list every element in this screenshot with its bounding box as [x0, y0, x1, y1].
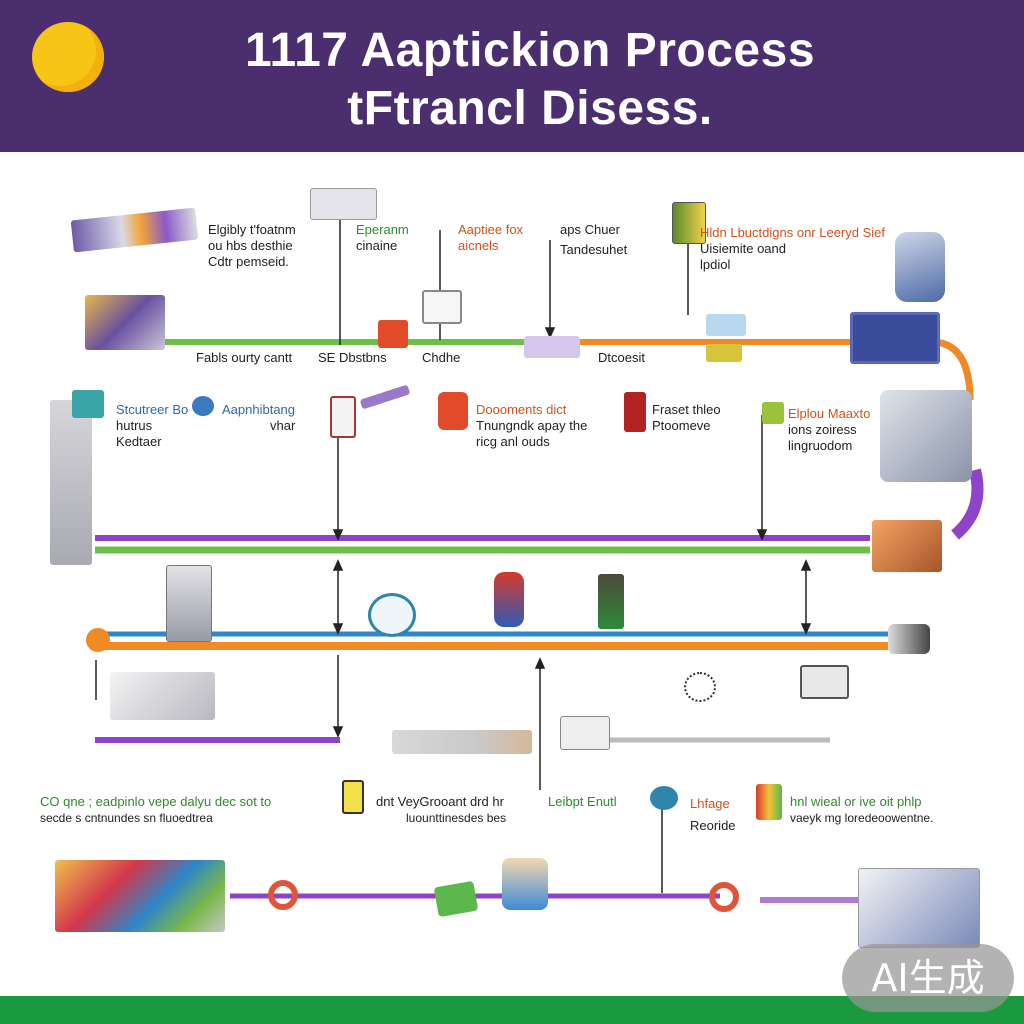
illustration-folder [310, 188, 377, 220]
arrowhead-8a [800, 559, 812, 571]
label-exhibit: Leibpt Enutl [548, 794, 617, 809]
illustration-machine-right [880, 390, 972, 482]
label-line-d: Dtcoesit [598, 350, 645, 365]
illustration-tile-yellow [706, 344, 742, 362]
label-government: dnt VeyGrooant drd hr luounttinesdes bes [376, 794, 507, 825]
illustration-frame [422, 290, 462, 324]
illustration-person-blue [502, 858, 548, 910]
label-line-b: SE Dbstbns [318, 350, 387, 365]
illustration-bolt [888, 624, 930, 654]
illustration-stamp [624, 392, 646, 432]
label-application: Aaptiee fox aicnels [458, 222, 524, 253]
illustration-tile-blue [706, 314, 746, 336]
label-eligibility: Elgibly t'foatnm ou hbs desthie Cdtr pem… [208, 222, 296, 269]
label-company: CO qne ; eadpinlo vepe dalyu dec sot to … [40, 794, 272, 825]
illustration-globe [368, 593, 416, 637]
label-structure: Stcutreer Bo hutrus Kedtaer [116, 402, 189, 449]
illustration-building-right [850, 312, 940, 364]
flow-node-row4-b [709, 882, 739, 912]
illustration-book-green [672, 202, 706, 244]
sun-icon [32, 22, 104, 92]
label-employ: Elplou Maaxto ions zoiress lingruodom [788, 406, 871, 453]
label-right-top: Hldn Lbuctdigns onr Leeryd Sief Uisiemit… [700, 225, 886, 272]
arrowhead-10 [534, 657, 546, 669]
illustration-flag-teal [72, 390, 104, 418]
label-line-a: Fabls ourty cantt [196, 350, 293, 365]
illustration-shield [192, 396, 214, 416]
flow-node-left [86, 628, 110, 652]
arrowhead-7a [332, 559, 344, 571]
title-line-2: tFtrancl Disess. [347, 82, 713, 135]
arrowhead-7b [332, 623, 344, 635]
illustration-gray-tiles [392, 730, 532, 754]
illustration-cup [378, 320, 408, 348]
flow-curve-right-1 [934, 338, 974, 401]
ai-generated-badge: AI生成 [842, 944, 1014, 1012]
illustration-shop-left [55, 860, 225, 932]
illustration-book-red [330, 396, 356, 438]
label-final: hnl wieal or ive oit phlp vaeyk mg lored… [790, 794, 934, 825]
illustration-shelf-left [50, 400, 92, 565]
illustration-calendar [800, 665, 849, 699]
label-rights: Lhfage Reoride [690, 796, 736, 833]
illustration-person [494, 572, 524, 627]
illustration-cabinet [166, 565, 212, 642]
arrowhead-5 [332, 529, 344, 541]
flow-node-row4-a [268, 880, 298, 910]
illustration-bar-chart [756, 784, 782, 820]
header-banner: 1117 Aaptickion Process tFtrancl Disess. [0, 0, 1024, 152]
illustration-desk-lower [110, 672, 215, 720]
illustration-box-orange [872, 520, 942, 572]
label-apps: aps Chuer Tandesuhet [560, 222, 628, 257]
illustration-tile-purple [524, 336, 580, 358]
illustration-robot [895, 232, 945, 302]
arrowhead-3 [544, 327, 556, 339]
page-title: 1117 Aaptickion Process tFtrancl Disess. [150, 22, 910, 138]
illustration-desk-left [85, 295, 165, 350]
label-practice: Fraset thleo Ptoomeve [652, 402, 721, 433]
label-line-c: Chdhe [422, 350, 461, 365]
illustration-pill-red [438, 392, 468, 430]
illustration-book-dark [598, 574, 624, 629]
illustration-building-lower-right [858, 868, 980, 948]
illustration-dots [684, 672, 716, 702]
label-preparation: Eperanm cinaine [356, 222, 409, 253]
title-line-1: 1117 Aaptickion Process [244, 24, 816, 77]
illustration-mini-book [342, 780, 364, 814]
illustration-book-lime [762, 402, 784, 424]
illustration-printer [560, 716, 610, 750]
arrowhead-8b [800, 623, 812, 635]
arrowhead-9 [332, 726, 344, 738]
label-app-submission: Aapnhibtang vhar [222, 402, 296, 433]
illustration-teal-pin [650, 786, 678, 810]
flow-curve-right-2 [950, 468, 984, 540]
label-documents: Doooments dict Tnungndk apay the ricg an… [476, 402, 588, 449]
arrowhead-6 [756, 529, 768, 541]
